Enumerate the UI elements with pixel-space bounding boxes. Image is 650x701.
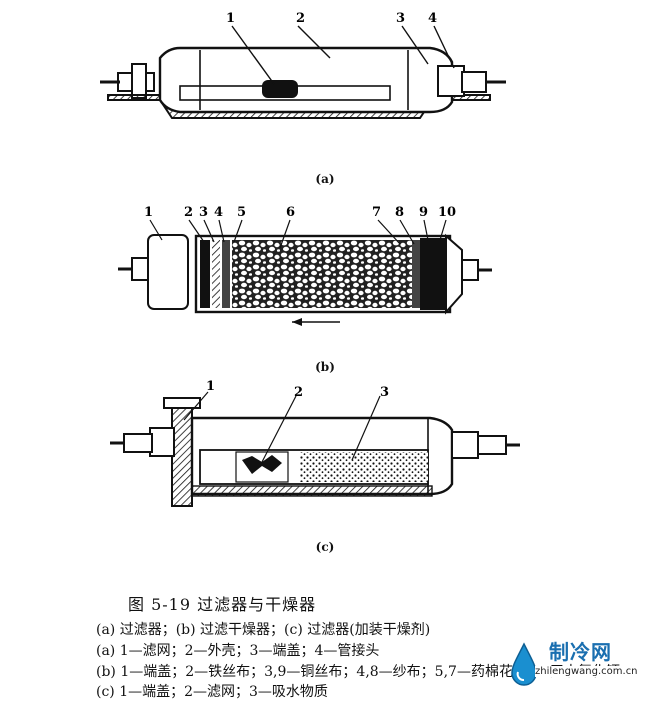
figure-c-caption: (c) xyxy=(315,540,335,554)
figure-title: 图 5-19 过滤器与干燥器 xyxy=(128,595,317,614)
figure-b-label-10: 10 xyxy=(438,205,456,220)
figure-b-label-6: 6 xyxy=(286,205,295,220)
legend-line-4: (c) 1—端盖；2—滤网；3—吸水物质 xyxy=(96,684,328,700)
figure-b-label-7: 7 xyxy=(372,205,381,220)
figure-b-label-5: 5 xyxy=(237,205,246,220)
legend-line-2: (a) 1—滤网；2—外壳；3—端盖；4—管接头 xyxy=(96,643,380,659)
figure-b-label-9: 9 xyxy=(419,205,428,220)
watermark-url: zhilengwang.com.cn xyxy=(535,666,638,677)
figure-c: 1 2 3 xyxy=(110,379,520,507)
legend-line-1: (a) 过滤器；(b) 过滤干燥器；(c) 过滤器(加装干燥剂) xyxy=(96,622,431,638)
figure-a-label-3: 3 xyxy=(396,11,405,26)
figure-a: 1 2 3 4 xyxy=(100,11,506,119)
figure-b-label-8: 8 xyxy=(395,205,404,220)
figure-a-label-2: 2 xyxy=(296,11,305,26)
figure-a-label-4: 4 xyxy=(428,11,437,26)
figure-b-label-4: 4 xyxy=(214,205,223,220)
figure-b-caption: (b) xyxy=(315,360,335,374)
legend-line-3: (b) 1—端盖；2—铁丝布；3,9—铜丝布；4,8—纱布；5,7—药棉花；6—… xyxy=(96,664,620,680)
watermark-name: 制冷网 xyxy=(549,640,612,664)
figure-b-label-3: 3 xyxy=(199,205,208,220)
figure-a-label-1: 1 xyxy=(226,11,235,26)
figure-c-label-2: 2 xyxy=(294,385,303,400)
watermark-logo: 制冷网 zhilengwang.com.cn xyxy=(505,634,645,698)
figure-c-label-1: 1 xyxy=(206,379,215,394)
figure-b: 1 2 3 4 5 6 7 8 9 10 xyxy=(118,205,492,326)
water-drop-icon xyxy=(511,642,537,686)
figure-b-label-1: 1 xyxy=(144,205,153,220)
figure-c-label-3: 3 xyxy=(380,385,389,400)
figure-a-caption: (a) xyxy=(315,172,335,186)
figure-b-label-2: 2 xyxy=(184,205,193,220)
